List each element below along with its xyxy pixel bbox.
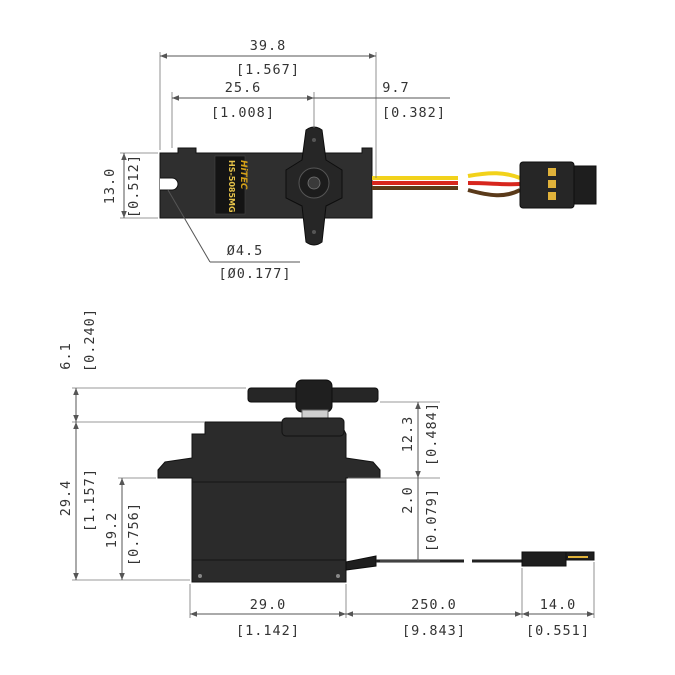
dim-horn-height: 6.1 (58, 342, 74, 369)
dim-horn-to-body: 12.3 (400, 416, 416, 453)
dim-flange-height-in: [0.756] (126, 502, 142, 566)
dim-shaft-offset: 9.7 (382, 80, 409, 96)
dim-horn-height-in: [0.240] (82, 308, 98, 372)
dim-body-width-in: [0.512] (126, 154, 142, 218)
dim-overall-length-in: [1.567] (236, 62, 300, 78)
side-view: 6.1 [0.240] 29.4 [1.157] 19.2 [0.756] 12… (58, 308, 595, 639)
dim-body-length: 25.6 (225, 80, 262, 96)
top-view: HiTEC HS-5085MG (102, 38, 597, 282)
dim-connector-length-in: [0.551] (526, 623, 590, 639)
servo-wire-top (372, 171, 521, 198)
connector-pin (548, 168, 556, 176)
dim-shaft-offset-in: [0.382] (382, 105, 446, 121)
dim-body-depth: 29.0 (250, 597, 287, 613)
dim-body-depth-in: [1.142] (236, 623, 300, 639)
case-screw (336, 574, 340, 578)
dim-body-height-in: [1.157] (82, 468, 98, 532)
servo-connector-top (519, 161, 575, 209)
dim-cable-height: 2.0 (400, 486, 416, 513)
dim-body-height: 29.4 (58, 480, 74, 517)
dim-cable-length: 250.0 (411, 597, 457, 613)
dim-connector-length: 14.0 (540, 597, 577, 613)
gear-housing (281, 417, 345, 437)
dim-mount-hole: Ø4.5 (227, 243, 264, 259)
cable-exit (345, 555, 377, 571)
horn-screw (307, 176, 321, 190)
dim-body-width: 13.0 (102, 168, 118, 205)
dim-horn-to-body-in: [0.484] (424, 402, 440, 466)
servo-upper-body (157, 421, 381, 583)
horn-hub-side (295, 379, 333, 413)
brand-label: HiTEC (238, 160, 248, 190)
mount-slot (160, 177, 179, 191)
horn-hole (312, 138, 316, 142)
horn-hole (312, 230, 316, 234)
dim-cable-length-in: [9.843] (402, 623, 466, 639)
model-label: HS-5085MG (227, 160, 236, 213)
case-screw (198, 574, 202, 578)
dim-cable-height-in: [0.079] (424, 488, 440, 552)
connector-housing (573, 165, 597, 205)
connector-pin (548, 180, 556, 188)
connector-pin-side (568, 556, 588, 558)
dim-mount-hole-in: [Ø0.177] (218, 266, 291, 282)
dim-body-length-in: [1.008] (211, 105, 275, 121)
label-panel (214, 155, 246, 215)
dim-flange-height: 19.2 (104, 512, 120, 549)
dim-overall-length: 39.8 (250, 38, 287, 54)
servo-connector-side (521, 551, 567, 567)
connector-pin (548, 192, 556, 200)
